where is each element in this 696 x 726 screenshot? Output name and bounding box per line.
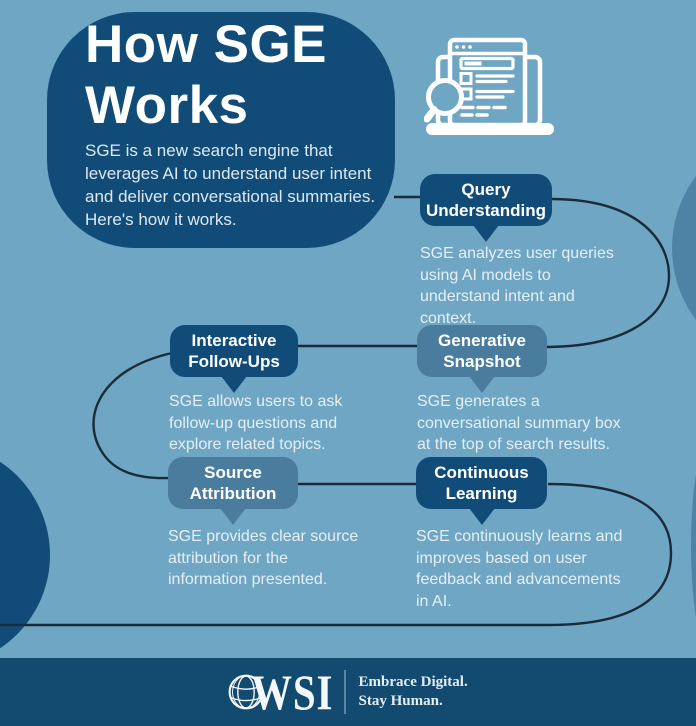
footer: WSI Embrace Digital. Stay Human.: [0, 658, 696, 726]
connector-learning-exit: [0, 482, 673, 627]
hero-panel: [47, 12, 395, 248]
stage-label-text: Generative Snapshot: [438, 331, 526, 371]
stage-label-text: Query Understanding: [426, 180, 546, 220]
stage-label-generative-snapshot: Generative Snapshot: [417, 325, 547, 377]
stage-label-text: Source Attribution: [189, 463, 277, 503]
stage-label-continuous-learning: Continuous Learning: [416, 457, 547, 509]
search-bar-shape: [459, 56, 515, 71]
stage-description-generative-snapshot: SGE generates a conversational summary b…: [417, 393, 621, 453]
page-title: How SGE Works: [85, 15, 328, 135]
connector-followups-to-source: [92, 351, 173, 480]
stage-description-interactive-follow-ups: SGE allows users to ask follow-up questi…: [169, 393, 343, 453]
stage-description-continuous-learning: SGE continuously learns and improves bas…: [416, 528, 623, 610]
laptop-search-icon: [424, 37, 554, 135]
wsi-logo-text: WSI: [251, 664, 334, 720]
decor-circle-bottom-right: [691, 433, 696, 659]
stage-label-text: Interactive Follow-Ups: [188, 331, 280, 371]
magnifier-icon: [426, 78, 464, 116]
connector-query-to-snapshot: [544, 197, 671, 349]
globe-icon: [228, 674, 264, 710]
wsi-logo: WSI: [228, 667, 351, 717]
stage-label-text: Continuous Learning: [434, 463, 529, 503]
stage-label-source-attribution: Source Attribution: [168, 457, 298, 509]
footer-tagline: Embrace Digital. Stay Human.: [358, 674, 468, 709]
stage-label-interactive-follow-ups: Interactive Follow-Ups: [170, 325, 298, 377]
footer-divider: [343, 670, 346, 714]
stage-description-source-attribution: SGE provides clear source attribution fo…: [168, 528, 359, 588]
stage-description-query-understanding: SGE analyzes user queries using AI model…: [420, 245, 614, 327]
stage-label-query-understanding: Query Understanding: [420, 174, 552, 226]
hero-description: SGE is a new search engine that leverage…: [85, 141, 376, 229]
